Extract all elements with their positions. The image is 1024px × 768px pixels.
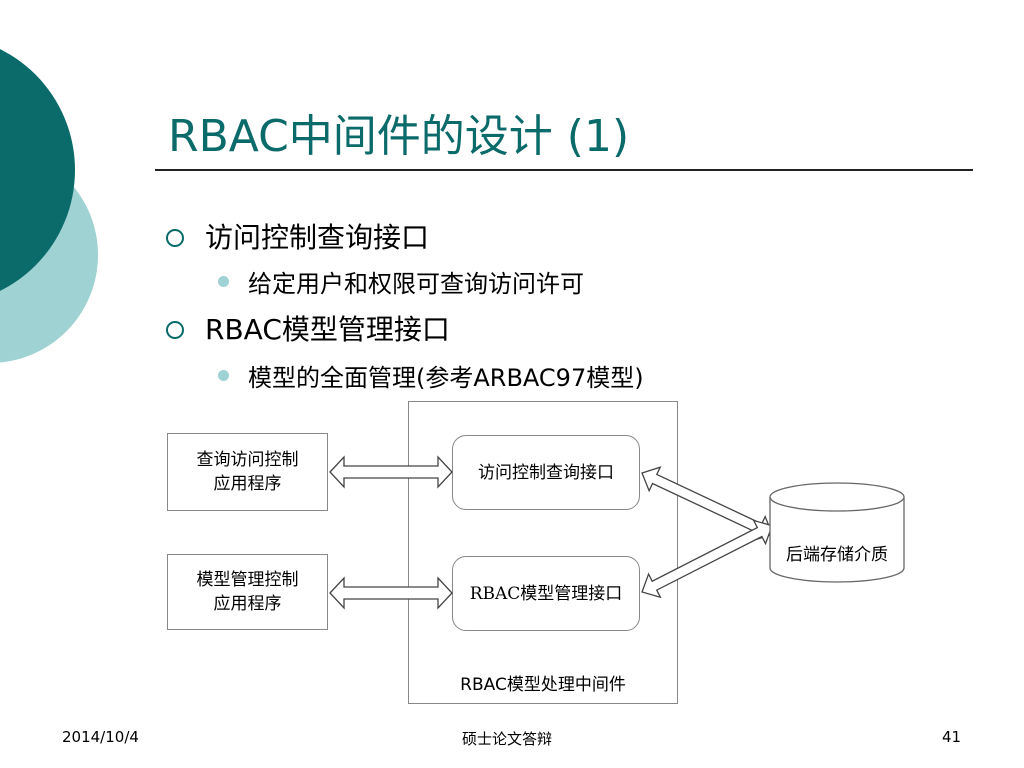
query-app-line2: 应用程序 xyxy=(213,474,282,494)
storage-label: 后端存储介质 xyxy=(786,545,888,565)
footer-title: 硕士论文答辩 xyxy=(462,730,553,748)
sub-bullet-model-management: 模型的全面管理(参考ARBAC97模型) xyxy=(248,364,644,392)
sub-bullet-query-permission: 给定用户和权限可查询访问许可 xyxy=(248,270,584,298)
hollow-circle-bullet-icon xyxy=(166,321,184,339)
model-app-line2: 应用程序 xyxy=(213,594,282,614)
hollow-circle-bullet-icon xyxy=(166,229,184,247)
model-app-box: 模型管理控制 应用程序 xyxy=(167,554,328,630)
dot-bullet-icon xyxy=(218,370,229,381)
query-app-line1: 查询访问控制 xyxy=(196,450,299,470)
bullet-model-interface: RBAC模型管理接口 xyxy=(205,313,450,346)
middleware-label: RBAC模型处理中间件 xyxy=(460,675,626,695)
model-interface-box: RBAC模型管理接口 xyxy=(452,556,640,631)
double-arrow-model xyxy=(329,576,453,610)
title-divider xyxy=(155,169,973,171)
footer-date: 2014/10/4 xyxy=(62,728,139,746)
model-app-line1: 模型管理控制 xyxy=(196,570,299,590)
query-app-box: 查询访问控制 应用程序 xyxy=(167,433,328,511)
decorative-circles xyxy=(0,49,98,363)
bullet-query-interface: 访问控制查询接口 xyxy=(205,221,430,254)
dot-bullet-icon xyxy=(218,276,229,287)
storage-cylinder-icon xyxy=(769,482,905,583)
double-arrow-query xyxy=(329,455,453,489)
query-interface-box: 访问控制查询接口 xyxy=(452,435,640,510)
slide-title: RBAC中间件的设计 (1) xyxy=(168,111,630,162)
footer-page-number: 41 xyxy=(942,728,962,746)
double-arrow-storage-model xyxy=(641,519,773,599)
middleware-container: RBAC模型处理中间件 xyxy=(408,401,678,704)
